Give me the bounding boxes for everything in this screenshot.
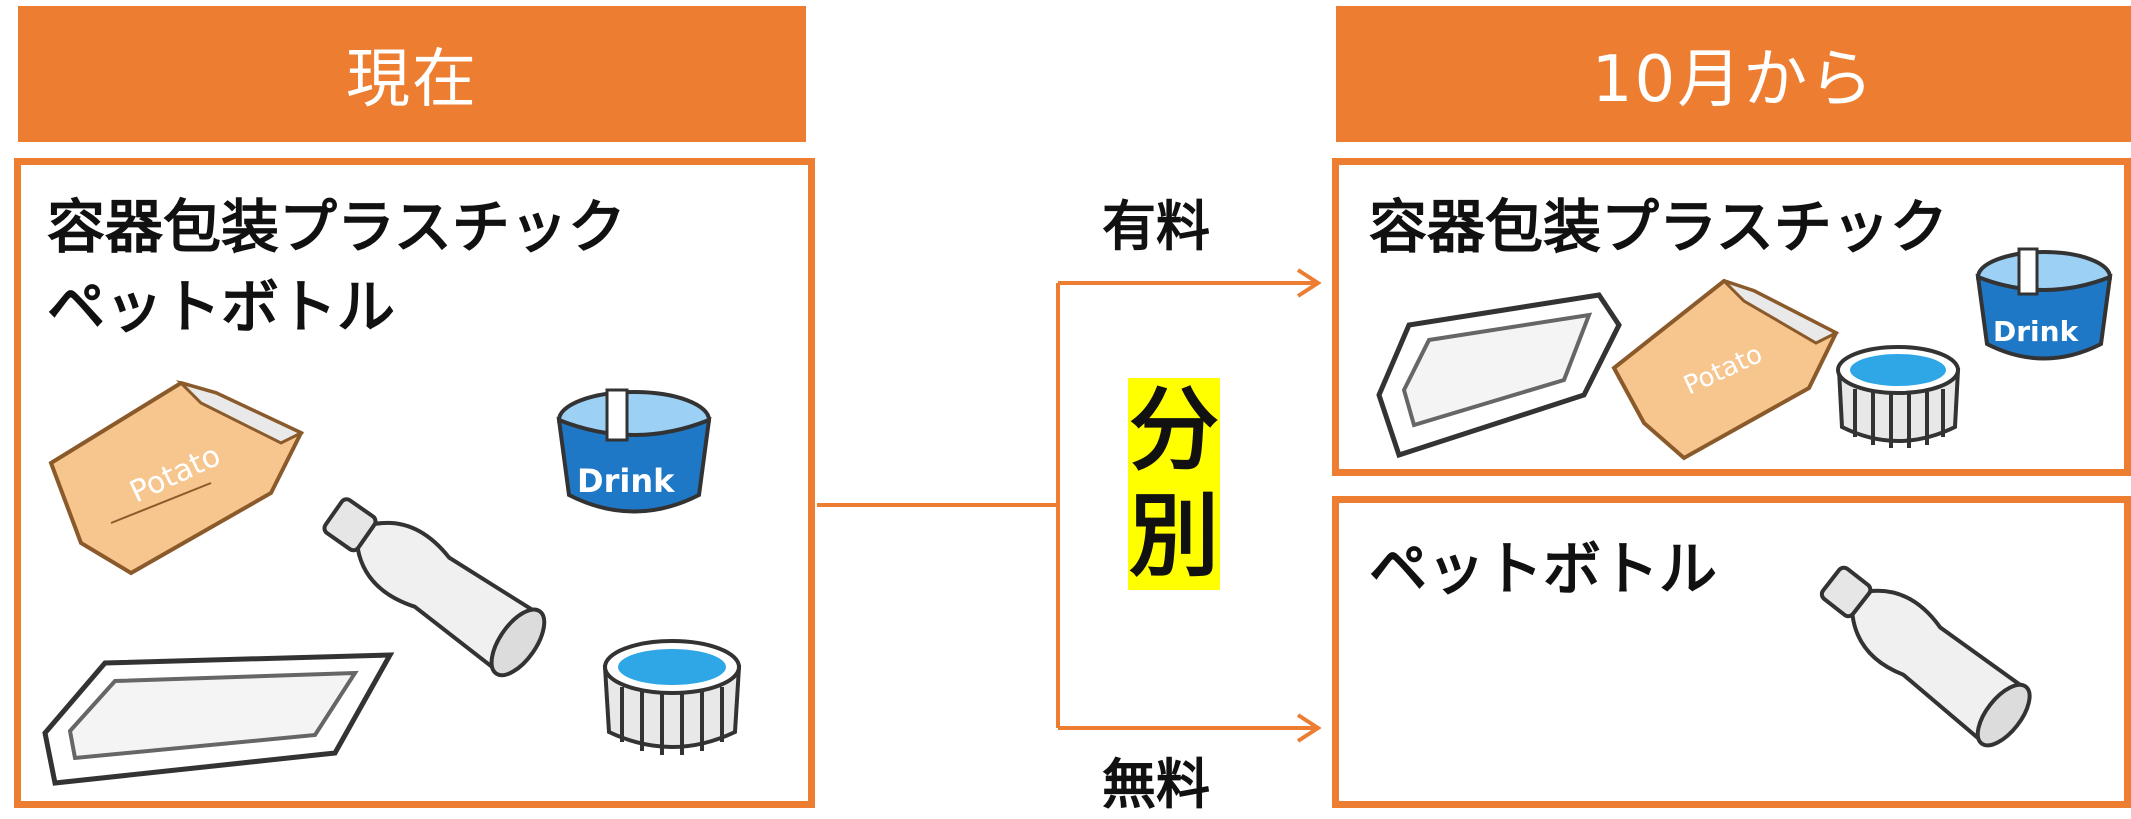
- future-header-text: 10月から: [1591, 43, 1876, 117]
- current-header: 現在: [18, 6, 806, 142]
- bottle-cap-illustration: [1836, 345, 1961, 448]
- current-line-pet: ペットボトル: [47, 273, 396, 341]
- current-box: 容器包装プラスチック ペットボトル Potato Drink: [14, 158, 815, 808]
- pet-bottle-illustration: [1819, 565, 2032, 748]
- bottle-cap-illustration: [602, 639, 742, 755]
- pet-bottle-illustration: [322, 497, 547, 678]
- drink-cup-illustration: Drink: [1975, 247, 2113, 361]
- cup-text: Drink: [1993, 315, 2080, 348]
- separate-char1: 分: [1128, 378, 1220, 484]
- current-line-plastic: 容器包装プラスチック: [47, 193, 626, 261]
- future-pet-label: ペットボトル: [1369, 535, 1718, 603]
- future-pet-box: ペットボトル: [1332, 496, 2131, 808]
- current-header-text: 現在: [346, 43, 478, 117]
- future-plastic-label: 容器包装プラスチック: [1369, 193, 1948, 261]
- future-header: 10月から: [1336, 6, 2131, 142]
- free-label: 無料: [1102, 753, 1210, 816]
- cup-text: Drink: [577, 462, 675, 500]
- drink-cup-illustration: Drink: [556, 388, 712, 514]
- tray-illustration: [1376, 292, 1622, 459]
- paid-label: 有料: [1102, 195, 1210, 258]
- separate-char2: 別: [1128, 484, 1220, 590]
- tray-illustration: [42, 652, 395, 786]
- separate-label: 分 別: [1128, 378, 1220, 590]
- future-plastic-box: 容器包装プラスチック Potato Drink: [1332, 158, 2131, 476]
- chips-bag-illustration: Potato: [1611, 278, 1840, 461]
- chips-bag-illustration: Potato: [48, 379, 305, 576]
